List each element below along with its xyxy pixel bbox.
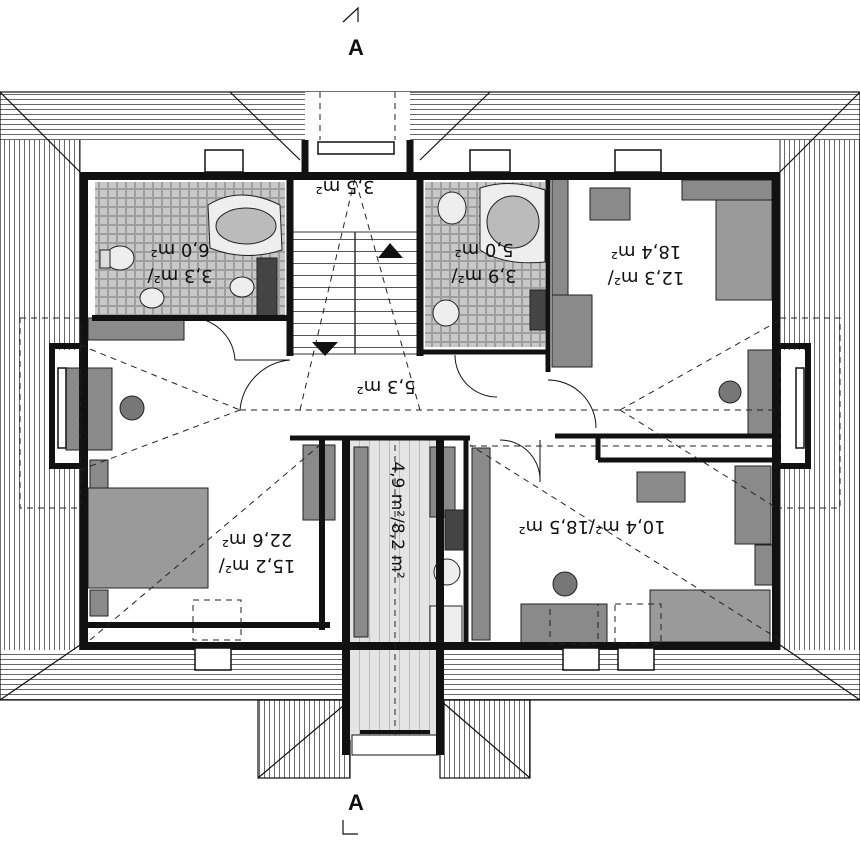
corridor-area: 4,9 m²/8,2 m² <box>387 461 407 578</box>
furniture <box>65 177 779 645</box>
armchair-icon <box>589 187 631 221</box>
svg-text:A: A <box>348 35 364 60</box>
office-chair-icon <box>119 395 145 421</box>
office-chair-icon <box>718 380 742 404</box>
sink-icon <box>432 299 460 327</box>
bath-right-area: 3,9 m²/ <box>450 265 516 286</box>
doors <box>194 317 597 483</box>
section-marker-top: A <box>342 6 364 60</box>
toilet-icon <box>437 191 467 225</box>
roof-projection-lines <box>19 92 841 735</box>
bed-icon <box>649 589 771 643</box>
svg-text:A: A <box>348 790 364 815</box>
staircase <box>289 231 421 356</box>
sink-icon <box>229 276 255 298</box>
stair-down-arrow-icon <box>312 342 338 356</box>
room-ne-area: 12,3 m²/ <box>607 267 685 288</box>
hall-area: 5,3 m² <box>356 376 415 397</box>
bath-right-area-gross: 5,0 m² <box>454 239 513 260</box>
room-ne-area-gross: 18,4 m² <box>611 241 682 262</box>
office-chair-icon <box>552 571 578 597</box>
room-se-area: 10,4 m²/18,5 m² <box>518 516 665 537</box>
room-labels: 3,3 m²/ 6,0 m² 3,5 m² 3,9 m²/ 5,0 m² 12,… <box>146 176 684 579</box>
bed-icon <box>87 487 209 589</box>
room-sw-area: 15,2 m²/ <box>218 555 296 576</box>
stair-area: 3,5 m² <box>315 176 374 197</box>
bath-left-area: 3,3 m²/ <box>146 265 212 286</box>
washing-machine-icon <box>429 605 463 645</box>
room-sw-area-gross: 22,6 m² <box>222 529 293 550</box>
armchair-icon <box>636 471 686 503</box>
bath-left-area-gross: 6,0 m² <box>150 239 209 260</box>
section-marker-bottom: A <box>342 790 364 835</box>
windows <box>57 141 805 671</box>
walls <box>49 140 811 755</box>
roof <box>0 91 860 779</box>
stair-up-arrow-icon <box>378 243 403 258</box>
